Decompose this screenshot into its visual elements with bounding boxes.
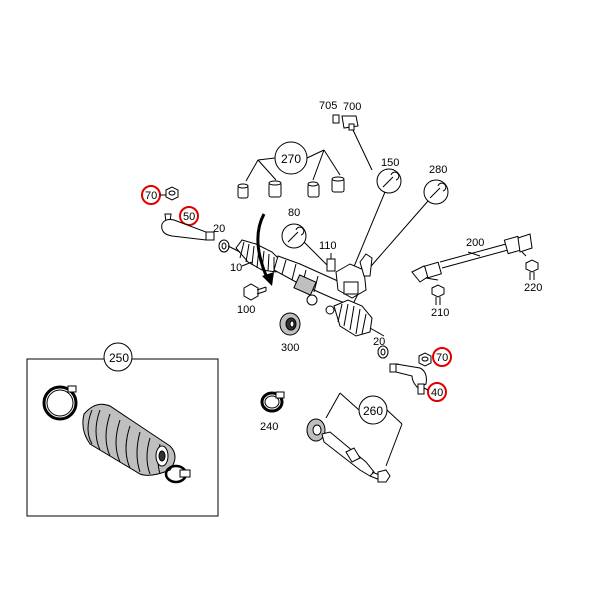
leader-10 [241,261,253,267]
label-270: 270 [281,152,301,166]
callout-270 [245,141,341,182]
label-240: 240 [260,421,278,433]
callout-150-wrench [347,168,402,282]
part-100-bolt [243,283,267,301]
label-260: 260 [363,404,383,418]
part-300-grommet [279,312,301,336]
part-50-tie-rod-end-left [161,213,215,241]
part-250-boot-clamp-large [42,385,78,421]
label-20-right: 20 [373,336,385,348]
callout-260 [325,392,403,467]
arrow-head [262,272,274,286]
label-80: 80 [288,207,300,219]
label-70-right: 70 [436,352,448,364]
part-220-bolt [521,251,539,280]
part-260-inner-tie-rod [306,418,391,483]
callout-80-wrench [281,223,331,269]
part-250-boot-clamp-small [164,464,191,484]
label-200: 200 [466,237,484,249]
part-70-nut-left [165,186,179,201]
label-250: 250 [109,351,129,365]
label-20-left: 20 [213,223,225,235]
part-705-700-caps [332,114,373,171]
callout-70-right [432,347,452,367]
arrow-indicator [256,213,270,281]
label-705: 705 [319,100,337,112]
part-200-intermediate-shaft [411,233,533,283]
label-210: 210 [431,307,449,319]
part-20-nut-right [377,345,389,359]
label-100: 100 [237,304,255,316]
callout-40 [423,382,447,402]
label-110: 110 [319,240,337,252]
part-20-nut-left [218,239,230,253]
label-280: 280 [429,164,447,176]
label-70-left: 70 [145,190,157,202]
part-270-bushings [237,176,345,199]
part-250-boot [82,403,176,476]
label-700: 700 [343,101,361,113]
part-70-nut-right [418,352,432,367]
label-300: 300 [281,342,299,354]
callout-50 [179,206,199,226]
label-50: 50 [183,211,195,223]
label-40: 40 [431,387,443,399]
label-150: 150 [381,157,399,169]
part-40-tie-rod-end-right [389,363,427,395]
part-110-fitting [326,253,336,272]
label-220: 220 [524,282,542,294]
label-10: 10 [230,262,242,274]
part-210-bolt [425,277,445,305]
kit-250-box [26,342,219,517]
part-240-clamp [260,391,285,413]
callout-70-left [141,185,167,205]
